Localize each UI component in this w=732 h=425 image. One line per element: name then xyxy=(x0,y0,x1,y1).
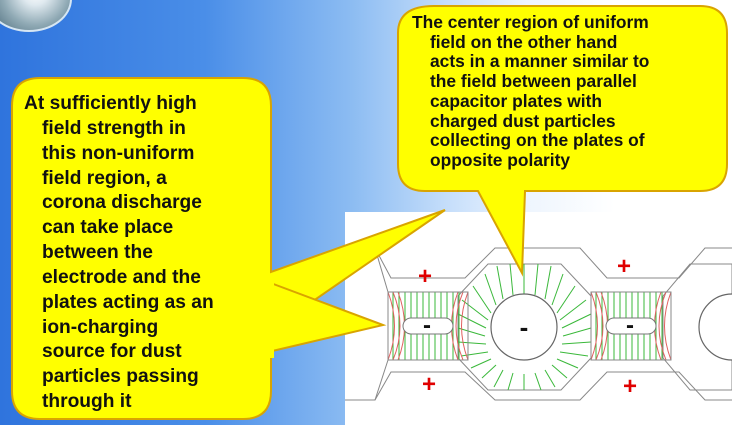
callout-line: particles passing xyxy=(42,366,199,388)
callout-line: plates acting as an xyxy=(42,291,214,313)
callout-line: capacitor plates with xyxy=(430,90,603,111)
callout-line: collecting on the plates of xyxy=(430,130,645,151)
callout-line: corona discharge xyxy=(42,192,202,214)
callout-line: The center region of uniform xyxy=(412,12,649,32)
callout-line: can take place xyxy=(42,217,174,239)
callout-line: source for dust xyxy=(42,341,182,363)
callout-line: this non-uniform xyxy=(42,142,195,164)
callout-line: At sufficiently high xyxy=(24,93,197,114)
plus-sign-bottom-right: + xyxy=(623,373,637,400)
callout-line: between the xyxy=(42,242,153,264)
plus-sign-top-left: + xyxy=(418,263,432,290)
minus-sign-center: - xyxy=(520,312,529,342)
callout-line: electrode and the xyxy=(42,266,201,288)
callout-line: field on the other hand xyxy=(430,31,618,52)
callout-line: the field between parallel xyxy=(430,71,637,92)
minus-sign-left: - xyxy=(423,312,431,339)
callout-line: charged dust particles xyxy=(430,110,616,131)
electrode-field-diagram: - - - + + + + xyxy=(345,212,732,425)
callout-right-bubble xyxy=(397,5,728,277)
callout-line: through it xyxy=(42,391,132,413)
plus-sign-bottom-left: + xyxy=(422,371,436,398)
field-lines-center xyxy=(457,263,592,391)
callout-line: ion-charging xyxy=(42,316,159,338)
callout-line: acts in a manner similar to xyxy=(430,51,650,72)
callout-line: field strength in xyxy=(42,117,186,139)
callout-line: field region, a xyxy=(42,167,167,189)
minus-sign-right: - xyxy=(626,312,634,339)
callout-left-text: At sufficiently high field strength in thi… xyxy=(24,92,274,415)
callout-line: opposite polarity xyxy=(430,149,571,170)
callout-left-bubble xyxy=(11,77,446,420)
plus-sign-top-right: + xyxy=(617,253,631,280)
